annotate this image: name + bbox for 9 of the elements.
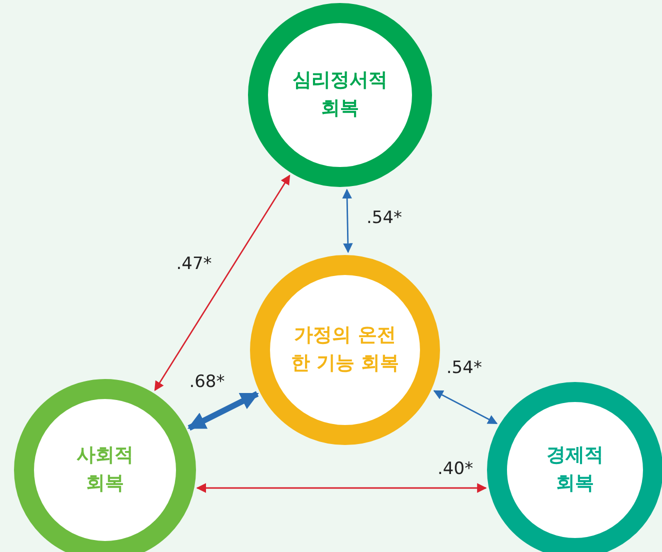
node-label: 가정의 온전한 기능 회복 xyxy=(290,323,400,376)
double-arrow xyxy=(342,188,353,254)
node-label: 경제적 회복 xyxy=(546,443,604,496)
double-arrow xyxy=(188,391,259,431)
node-label: 심리정서적 회복 xyxy=(292,68,388,121)
node-label: 사회적 회복 xyxy=(76,443,134,496)
double-arrow xyxy=(154,174,290,392)
double-arrow xyxy=(433,390,498,424)
double-arrow xyxy=(196,483,487,493)
